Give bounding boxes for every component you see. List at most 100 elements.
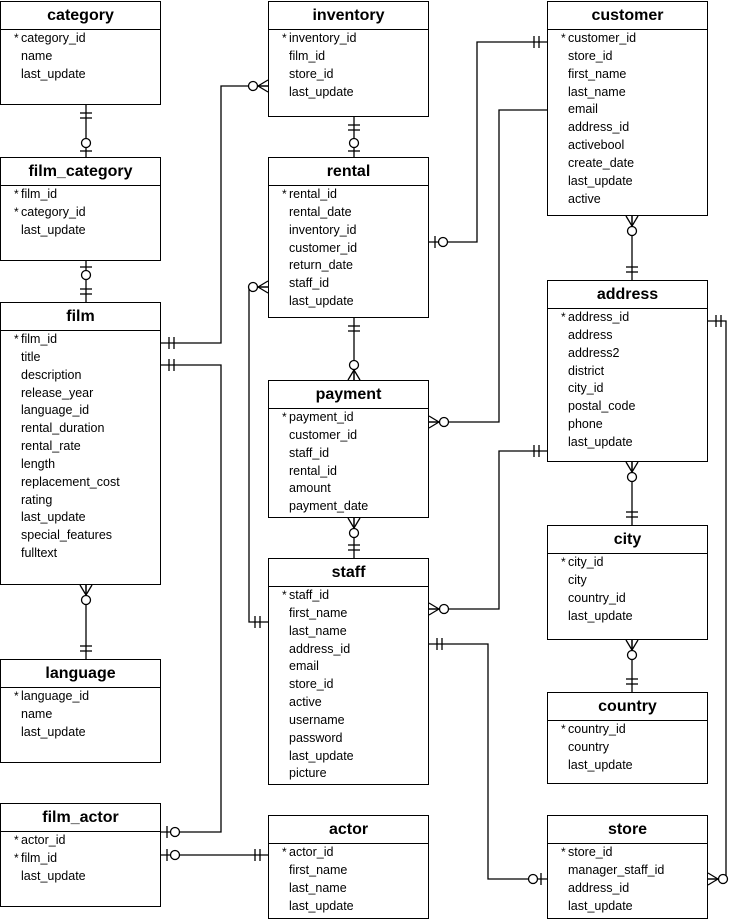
entity-title: film_category: [1, 158, 160, 186]
field-name: staff_id: [289, 588, 330, 602]
crowfoot-line: [428, 415, 440, 423]
field-row: first_name: [269, 862, 428, 880]
field-row: last_update: [269, 898, 428, 916]
field-name: address_id: [568, 310, 630, 324]
field-name: first_name: [289, 862, 348, 877]
field-row: active: [548, 191, 707, 209]
field-name: payment_date: [289, 499, 369, 514]
primary-key-marker: *: [14, 332, 19, 346]
field-name: film_id: [289, 48, 326, 63]
entity-title: inventory: [269, 2, 428, 30]
field-row: store_id: [269, 66, 428, 84]
cardinality-circle: [348, 527, 360, 539]
field-name: active: [568, 191, 601, 206]
field-row: last_update: [1, 868, 160, 886]
primary-key-marker: *: [561, 31, 566, 45]
field-row: last_update: [548, 757, 707, 775]
cardinality-circle: [247, 80, 259, 92]
field-name: activebool: [568, 138, 625, 153]
field-name: category_id: [21, 204, 86, 219]
entity-title: category: [1, 2, 160, 30]
crowfoot-line: [347, 517, 355, 529]
field-row: last_update: [269, 748, 428, 766]
field-name: last_update: [568, 757, 633, 772]
crowfoot-line: [631, 639, 639, 651]
crowfoot-line: [85, 584, 93, 596]
field-row: *payment_id: [269, 409, 428, 427]
field-row: staff_id: [269, 445, 428, 463]
field-name: name: [21, 706, 53, 721]
field-row: return_date: [269, 257, 428, 275]
field-name: last_update: [21, 510, 86, 525]
field-name: last_update: [21, 66, 86, 81]
field-name: phone: [568, 417, 603, 432]
field-name: actor_id: [289, 845, 334, 859]
field-name: customer_id: [568, 31, 637, 45]
field-name: rating: [21, 492, 53, 507]
field-name: last_update: [21, 222, 86, 237]
field-row: last_name: [269, 623, 428, 641]
field-row: last_update: [269, 293, 428, 311]
primary-key-marker: *: [561, 555, 566, 569]
crowfoot-line: [631, 215, 639, 227]
cardinality-circle: [626, 649, 638, 661]
field-name: country_id: [568, 590, 626, 605]
field-name: language_id: [21, 403, 90, 418]
field-name: store_id: [289, 677, 334, 692]
crowfoot-line: [257, 85, 269, 93]
field-row: *film_id: [1, 850, 160, 868]
field-name: inventory_id: [289, 31, 357, 45]
field-row: last_update: [1, 66, 160, 84]
field-name: first_name: [568, 66, 627, 81]
entity-title: staff: [269, 559, 428, 587]
field-row: length: [1, 456, 160, 474]
field-name: customer_id: [289, 427, 358, 442]
crowfoot-line: [428, 421, 440, 429]
field-name: actor_id: [21, 833, 66, 847]
field-name: last_update: [289, 898, 354, 913]
field-name: last_update: [568, 608, 633, 623]
field-row: film_id: [269, 48, 428, 66]
cardinality-circle: [80, 594, 92, 606]
field-row: last_update: [548, 898, 707, 916]
field-name: rental_date: [289, 204, 352, 219]
field-row: title: [1, 349, 160, 367]
field-name: film_id: [21, 332, 58, 346]
field-row: address2: [548, 345, 707, 363]
field-name: create_date: [568, 155, 635, 170]
crowfoot-line: [428, 608, 440, 616]
field-name: city: [568, 572, 587, 587]
field-name: amount: [289, 481, 331, 496]
cardinality-circle: [437, 236, 449, 248]
field-name: store_id: [568, 48, 613, 63]
relationship-line: [248, 286, 268, 623]
relationship-line: [161, 364, 222, 833]
field-row: description: [1, 367, 160, 385]
field-row: *film_id: [1, 331, 160, 349]
field-row: last_update: [548, 173, 707, 191]
field-name: last_update: [21, 868, 86, 883]
field-name: name: [21, 48, 53, 63]
field-row: amount: [269, 480, 428, 498]
field-name: last_update: [21, 724, 86, 739]
field-row: city_id: [548, 380, 707, 398]
field-row: *address_id: [548, 309, 707, 327]
field-row: district: [548, 363, 707, 381]
field-row: *language_id: [1, 688, 160, 706]
field-row: *staff_id: [269, 587, 428, 605]
entity-title: film: [1, 303, 160, 331]
entity-title: address: [548, 281, 707, 309]
field-row: last_update: [548, 434, 707, 452]
field-row: *film_id: [1, 186, 160, 204]
